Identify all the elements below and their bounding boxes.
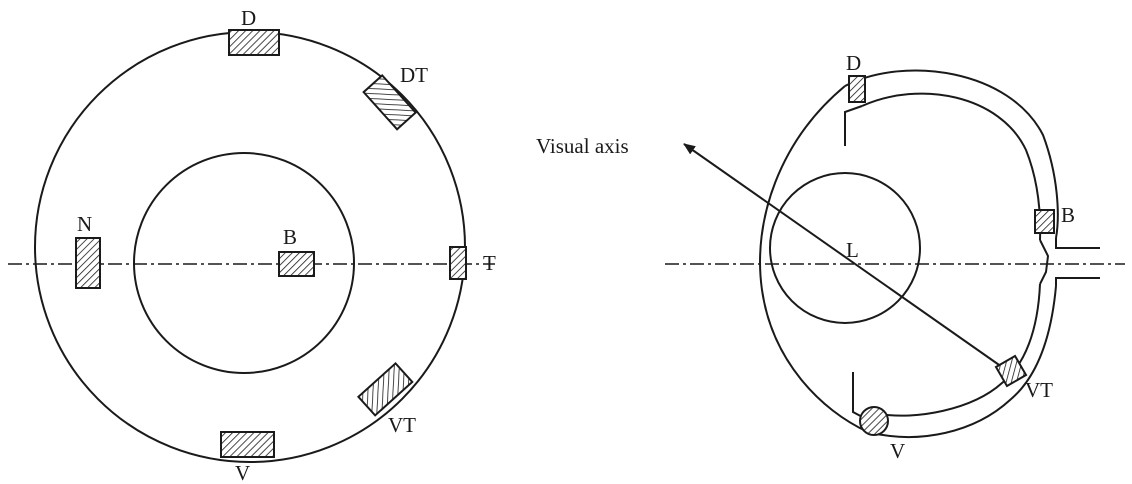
globe-outer xyxy=(844,69,1059,438)
label-v: V xyxy=(235,461,250,484)
electrode-n xyxy=(75,237,101,289)
left-view: D DT N B T VT V xyxy=(8,6,496,484)
globe-inner xyxy=(861,92,1042,417)
visual-axis-arrow xyxy=(683,143,1013,375)
label-b-side: B xyxy=(1061,203,1075,227)
visual-axis-label: Visual axis xyxy=(536,134,629,158)
electrode-vt-side xyxy=(994,354,1028,388)
electrode-t xyxy=(449,246,467,280)
label-d: D xyxy=(241,6,256,30)
inner-circle xyxy=(133,152,355,374)
electrode-vt xyxy=(356,361,414,417)
label-vt: VT xyxy=(388,413,416,437)
label-l: L xyxy=(846,238,859,262)
electrode-dt xyxy=(362,73,418,131)
label-b: B xyxy=(283,225,297,249)
electrode-b-side xyxy=(1034,209,1055,234)
cornea-contour xyxy=(759,85,869,433)
lens xyxy=(769,172,921,324)
label-dt: DT xyxy=(400,63,428,87)
optic-nerve xyxy=(1039,238,1100,286)
label-t: T xyxy=(483,251,496,275)
electrode-d xyxy=(228,29,280,56)
label-n: N xyxy=(77,212,92,236)
rim-upper xyxy=(844,105,863,146)
electrode-b xyxy=(278,251,315,277)
right-view: D B L VT V Visual axis xyxy=(536,51,1125,463)
electrode-v xyxy=(220,431,275,458)
electrode-d-side xyxy=(848,75,866,103)
label-vt-side: VT xyxy=(1025,378,1053,402)
electrode-v-side xyxy=(859,406,889,436)
label-d-side: D xyxy=(846,51,861,75)
label-v-side: V xyxy=(890,439,905,463)
